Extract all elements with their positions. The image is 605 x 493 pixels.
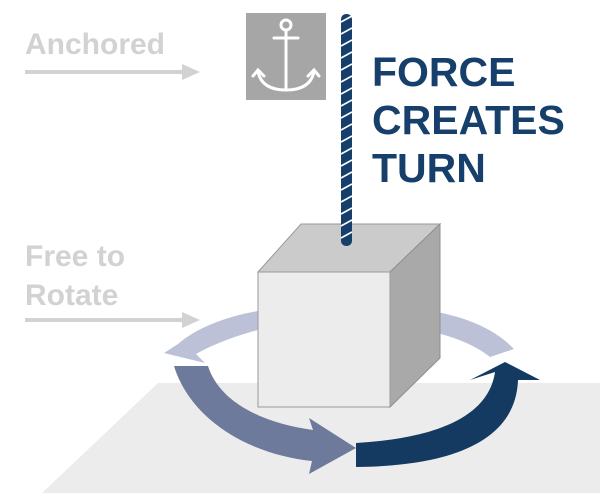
free-to-rotate-label-line1: Free to [25, 240, 125, 273]
anchored-pointer-arrow [25, 64, 200, 80]
rope [340, 14, 353, 246]
headline-line1: FORCE [372, 49, 516, 95]
headline: FORCE CREATES TURN [372, 49, 565, 191]
cube [256, 222, 442, 409]
rotation-arrow-back-left [164, 311, 258, 363]
free-to-rotate-pointer-arrow [25, 312, 200, 328]
rotation-arrow-front-left [174, 366, 356, 474]
headline-line2: CREATES [372, 97, 565, 143]
cube-front-face [257, 271, 391, 408]
anchor-icon [246, 13, 326, 100]
anchored-label: Anchored [25, 28, 165, 61]
rotation-arrow-front-right [356, 362, 540, 467]
rotation-arrow-back-right [418, 309, 514, 357]
headline-line3: TURN [372, 145, 486, 191]
free-to-rotate-label-line2: Rotate [25, 279, 118, 312]
